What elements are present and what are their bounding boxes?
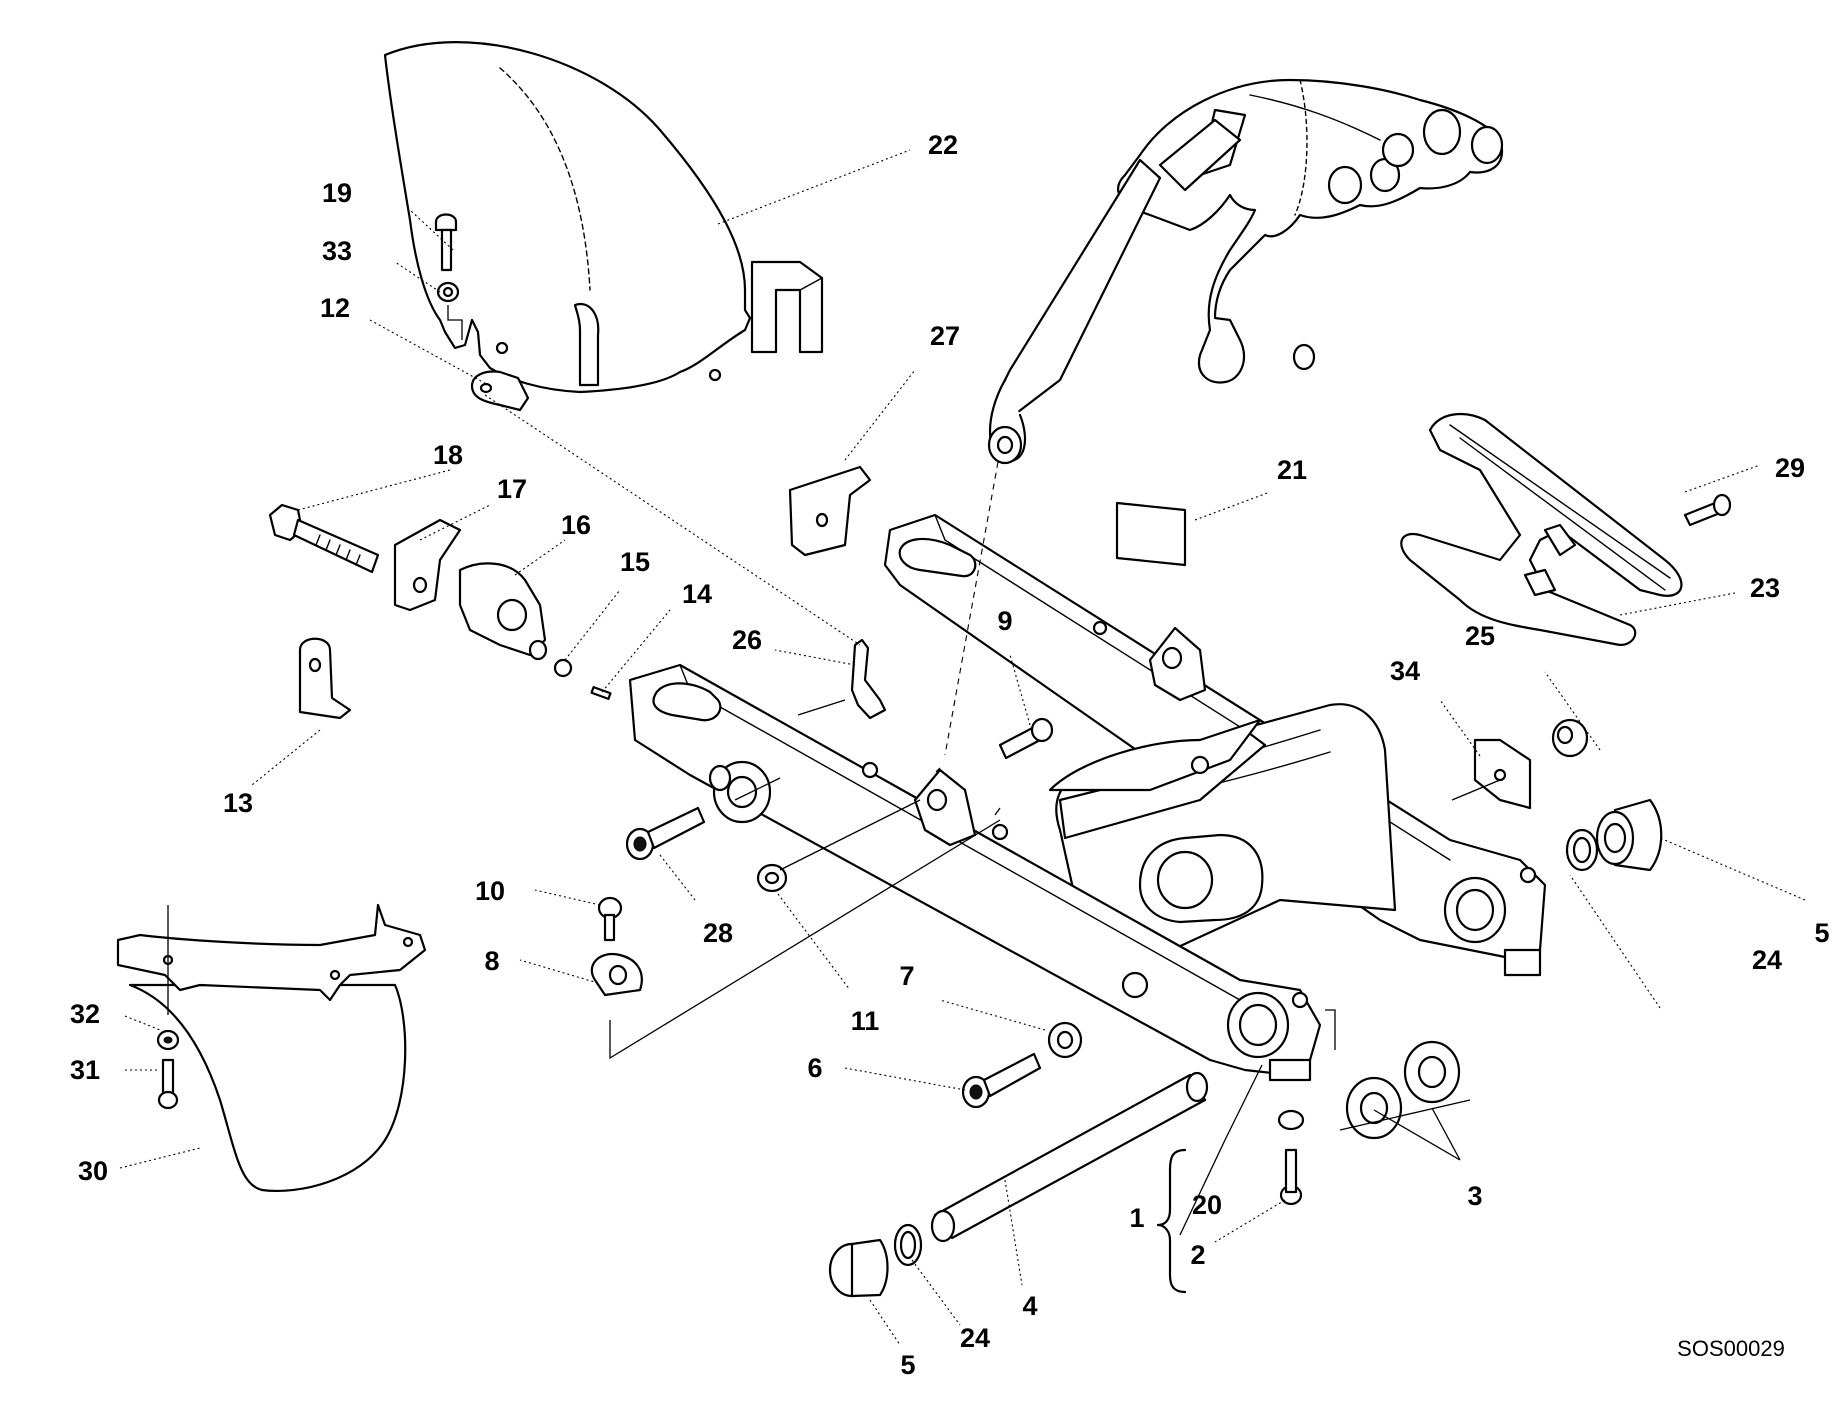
part-29-bolt <box>1683 493 1732 527</box>
callout-10: 10 <box>475 876 505 906</box>
chain-guard-bracket-part <box>987 78 1504 465</box>
callout-33: 33 <box>322 236 352 266</box>
part-13-bracket <box>298 637 352 720</box>
part-5-end-cap <box>828 1238 889 1298</box>
callout-5b: 5 <box>1814 918 1829 948</box>
part-5-bush-upper <box>1595 798 1663 872</box>
part-31-screw <box>157 1058 179 1110</box>
callout-31: 31 <box>70 1055 100 1085</box>
group-brace <box>1156 1148 1187 1294</box>
callout-11: 11 <box>851 1006 880 1036</box>
callout-6: 6 <box>807 1053 822 1083</box>
callout-7: 7 <box>899 961 914 991</box>
part-26-hook <box>850 638 887 720</box>
callout-3: 3 <box>1467 1181 1482 1211</box>
callout-9: 9 <box>997 606 1012 636</box>
part-34-plate <box>1473 738 1532 810</box>
part-15-nut <box>553 658 573 678</box>
callout-26: 26 <box>732 625 762 655</box>
callout-16: 16 <box>561 510 591 540</box>
callout-21: 21 <box>1277 455 1307 485</box>
part-9-bolt <box>998 717 1054 760</box>
callout-23: 23 <box>1750 573 1780 603</box>
part-33-washer <box>436 281 460 303</box>
callout-32: 32 <box>70 999 100 1029</box>
part-25-nut <box>1551 718 1589 758</box>
callout-18: 18 <box>433 440 463 470</box>
callout-14: 14 <box>682 579 712 609</box>
callout-29: 29 <box>1775 453 1805 483</box>
callout-2: 2 <box>1190 1240 1205 1270</box>
part-14-screw <box>590 686 612 700</box>
assembly-lines <box>119 149 1806 1346</box>
part-18-bolt <box>268 503 380 574</box>
part-3-washers <box>1345 1040 1461 1140</box>
callout-22: 22 <box>928 130 958 160</box>
part-7-washer <box>1047 1021 1083 1059</box>
callout-13: 13 <box>223 788 253 818</box>
part-16-chain-adjuster <box>458 562 548 661</box>
part-2-screw <box>1279 1148 1303 1206</box>
callout-34: 34 <box>1390 656 1420 686</box>
part-24-circlip-upper <box>1565 828 1599 872</box>
part-21-pad <box>1115 501 1187 567</box>
callout-8: 8 <box>484 946 499 976</box>
part-24-circlip <box>893 1223 923 1267</box>
callout-labels: 1 2 3 4 5 5 6 7 8 9 10 11 12 13 14 15 16… <box>70 130 1830 1380</box>
part-32-washer <box>156 1029 180 1051</box>
callout-5a: 5 <box>900 1350 915 1380</box>
callout-24b: 24 <box>1752 945 1782 975</box>
swingarm-part <box>628 513 1547 1082</box>
callout-27: 27 <box>930 321 960 351</box>
part-23-footrest <box>1400 413 1683 647</box>
part-19-screw <box>434 213 458 272</box>
callout-12: 12 <box>320 293 350 323</box>
callout-4: 4 <box>1022 1291 1037 1321</box>
part-20-nut <box>1277 1109 1305 1131</box>
callout-20: 20 <box>1192 1190 1222 1220</box>
part-28-bolt <box>625 806 706 861</box>
callout-24a: 24 <box>960 1323 990 1353</box>
part-12-clip <box>470 370 530 412</box>
callout-15: 15 <box>620 547 650 577</box>
part-10-screw <box>597 896 623 942</box>
callout-17: 17 <box>497 474 527 504</box>
callout-30: 30 <box>78 1156 108 1186</box>
callout-19: 19 <box>322 178 352 208</box>
part-6-bolt <box>961 1052 1042 1109</box>
part-11-nut <box>756 863 788 893</box>
callout-1: 1 <box>1129 1203 1144 1233</box>
callout-25: 25 <box>1465 621 1495 651</box>
part-17-block <box>393 518 462 612</box>
part-27-plate <box>788 465 872 557</box>
callout-28: 28 <box>703 918 733 948</box>
rear-mudguard-part <box>383 41 824 394</box>
part-30-hugger <box>116 903 427 1192</box>
part-8-clamp <box>590 952 643 997</box>
part-4-axle <box>930 1071 1209 1243</box>
drawing-code: SOS00029 <box>1677 1336 1785 1361</box>
